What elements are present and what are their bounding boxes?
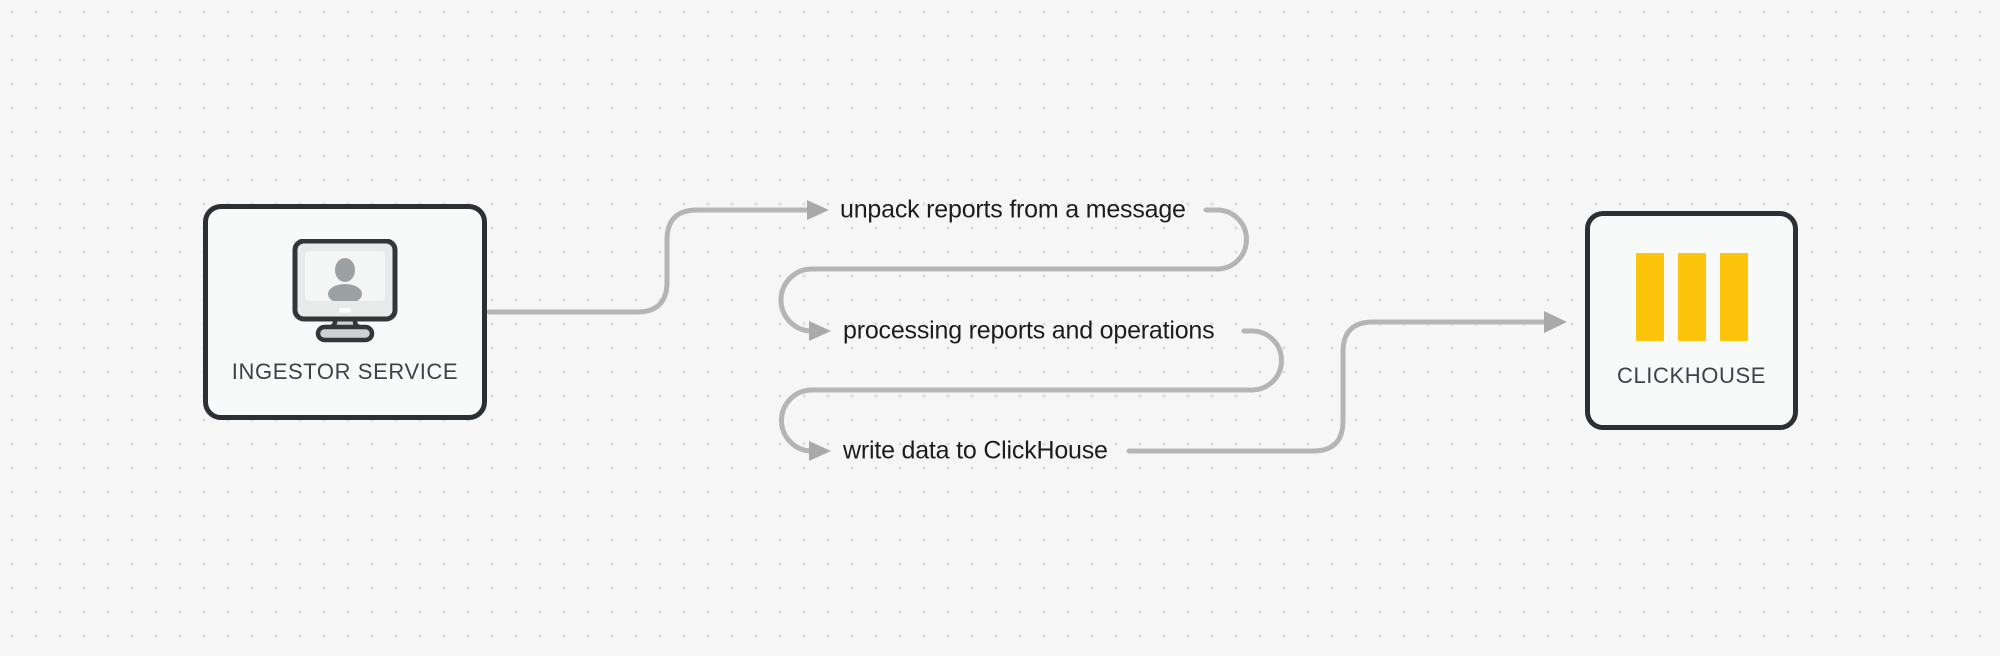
flow-step-label-3: write data to ClickHouse: [843, 436, 1108, 465]
node-label-ingestor: INGESTOR SERVICE: [231, 359, 459, 384]
user-monitor-icon: [292, 239, 398, 343]
monitor-chin-dash: [339, 308, 351, 313]
arrowhead-clickhouse-icon: [1544, 311, 1567, 333]
clickhouse-bars-icon: [1635, 252, 1748, 341]
connector-step2-to-step3: [779, 328, 1284, 454]
clickhouse-bar: [1719, 252, 1748, 341]
flow-step-label-1: unpack reports from a message: [840, 195, 1186, 224]
clickhouse-bar: [1635, 252, 1664, 341]
arrowhead-step3-icon: [809, 441, 831, 461]
connector-step3-to-clickhouse: [1126, 319, 1547, 454]
connector-ingestor-to-step1: [486, 207, 810, 315]
arrowhead-step2-icon: [809, 321, 831, 341]
connector-step1-to-step2: [778, 207, 1249, 334]
clickhouse-bar: [1677, 252, 1706, 341]
node-clickhouse: CLICKHOUSE: [1585, 211, 1798, 430]
monitor-stand-base: [315, 324, 375, 343]
person-silhouette-icon: [328, 258, 362, 301]
node-label-clickhouse: CLICKHOUSE: [1616, 362, 1767, 388]
flow-step-label-2: processing reports and operations: [843, 316, 1215, 345]
arrowhead-step1-icon: [807, 200, 829, 220]
node-ingestor-service: INGESTOR SERVICE: [203, 204, 487, 420]
